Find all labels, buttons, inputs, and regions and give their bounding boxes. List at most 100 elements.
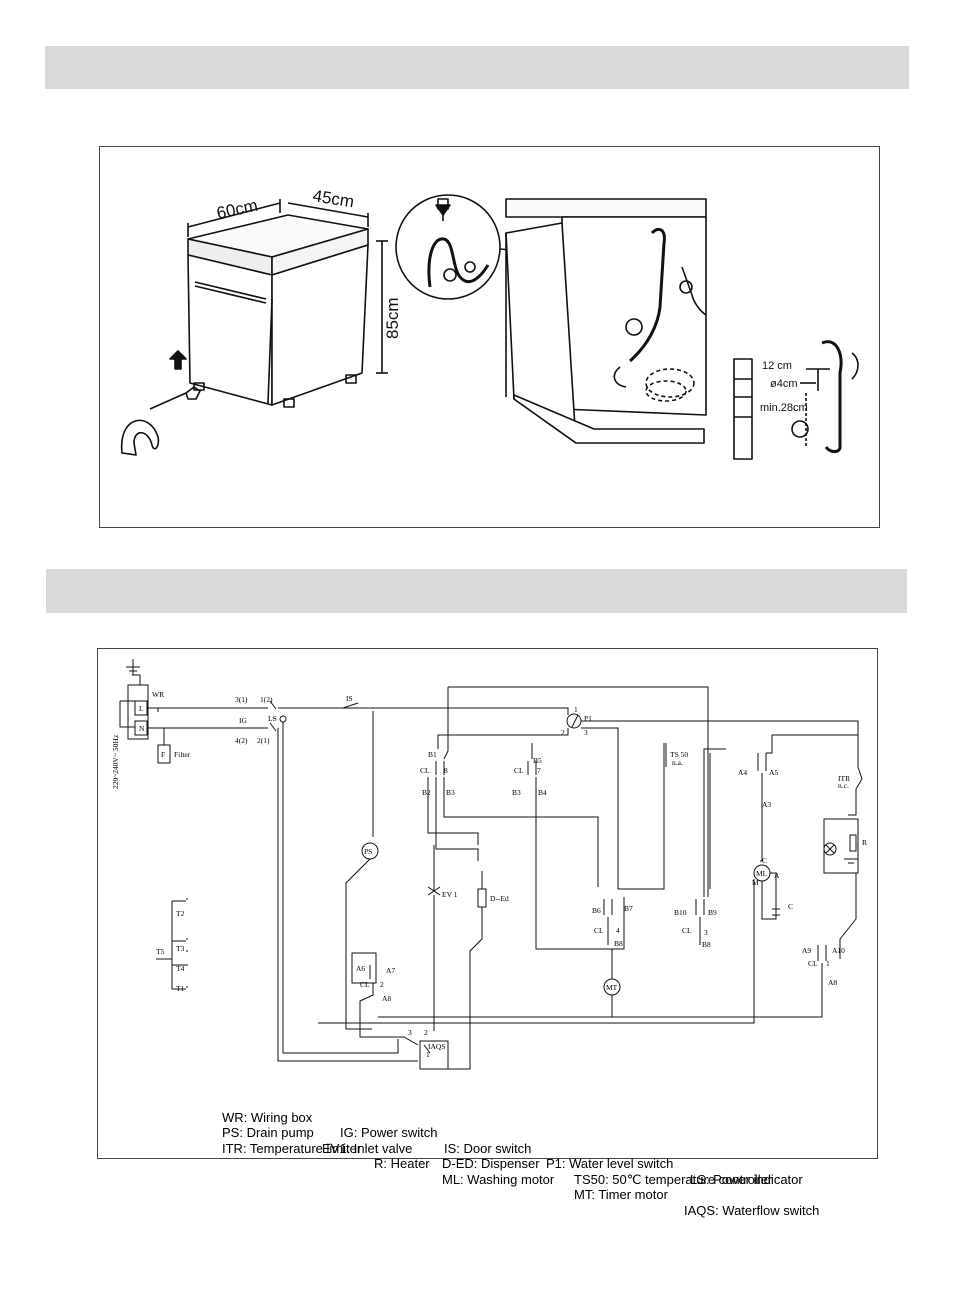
legend-row: ITR: Temperature limiter R: Heater ML: W…	[222, 1125, 862, 1218]
wiring-diagram: WR L N F Filter 220~240V~ 50Hz 3(1) 1(2)…	[97, 648, 878, 1159]
label-a9-1: 1	[826, 959, 830, 968]
label-a4: A4	[738, 768, 747, 777]
dim-height-label: 85cm	[383, 297, 402, 339]
label-m: M	[752, 878, 759, 887]
label-p1-pin-2: 2	[561, 728, 565, 737]
wiring-legend: WR: Wiring box IG: Power switch IS: Door…	[222, 1094, 862, 1218]
label-b4: B4	[538, 788, 547, 797]
legend-item: ML: Washing motor	[442, 1171, 555, 1187]
label-a6-2: 2	[380, 980, 384, 989]
label-c-top: C	[762, 856, 767, 865]
label-a3: A3	[762, 800, 771, 809]
label-a5: A5	[769, 768, 778, 777]
installation-figure: 60cm 45cm 85cm 12 cm ø4cm min.28cm	[99, 146, 880, 528]
label-b5-7: 7	[537, 766, 541, 775]
label-b10: B10	[674, 908, 687, 917]
legend-item: IS: Door switch	[444, 1140, 532, 1156]
legend-item: LS: Power indicator	[690, 1171, 803, 1187]
label-t1: T1	[176, 984, 185, 993]
label-p1-pin-3: 3	[584, 728, 588, 737]
section-header-band-wiring	[46, 569, 907, 613]
label-iaqs: IAQS	[428, 1042, 446, 1051]
dim-width-label: 60cm	[215, 196, 260, 223]
label-b8b: B8	[702, 940, 711, 949]
label-f: F	[161, 750, 165, 759]
label-b6-4: 4	[616, 926, 620, 935]
legend-item: TS50: 50℃ temperature controller	[574, 1171, 773, 1187]
installation-illustration: 60cm 45cm 85cm 12 cm ø4cm min.28cm	[121, 186, 859, 460]
label-iaqs-1: 1	[426, 1050, 430, 1059]
label-t2: T2	[176, 909, 185, 918]
label-p1-pin-1: 1	[574, 705, 578, 714]
label-cl-b: CL	[514, 766, 524, 775]
label-a8: A8	[828, 978, 837, 987]
label-a10: A10	[832, 946, 845, 955]
label-ev1: EV 1	[442, 890, 458, 899]
label-a6: A6	[356, 964, 365, 973]
label-a9: A9	[802, 946, 811, 955]
label-b8: B8	[614, 939, 623, 948]
legend-item: IG: Power switch	[340, 1125, 438, 1140]
label-cl-f: CL	[360, 980, 370, 989]
legend-item: WR: Wiring box	[222, 1109, 313, 1125]
legend-item: PS: Drain pump	[222, 1125, 314, 1140]
hose-detail-drawing	[733, 340, 859, 460]
label-ps: PS	[364, 847, 372, 856]
label-t4: T4	[176, 964, 185, 973]
label-p1: P1	[584, 714, 592, 723]
label-pin-1-2: 1(2)	[260, 695, 273, 704]
label-wr: WR	[152, 690, 164, 699]
hose-dim-top-label: 12 cm	[762, 360, 792, 372]
label-ig: IG	[239, 716, 247, 725]
legend-row: WR: Wiring box IG: Power switch IS: Door…	[222, 1094, 862, 1187]
label-cl-d: CL	[682, 926, 692, 935]
label-cl-e: CL	[808, 959, 818, 968]
label-b5: B5	[533, 756, 542, 765]
label-b1: B1	[428, 750, 437, 759]
label-cl-a: CL	[420, 766, 430, 775]
label-b9: B9	[708, 908, 717, 917]
label-a: A	[774, 871, 780, 880]
label-filter: Filter	[174, 750, 191, 759]
label-b10-3: 3	[704, 928, 708, 937]
label-pin-4-2: 4(2)	[235, 736, 248, 745]
label-a8b: A8	[382, 994, 391, 1003]
label-itr: ITR	[838, 774, 850, 783]
label-b1-8: 8	[444, 766, 448, 775]
label-b3b: B3	[512, 788, 521, 797]
label-b2: B2	[422, 788, 431, 797]
legend-item: MT: Timer motor	[574, 1187, 668, 1202]
hose-dim-min-label: min.28cm	[760, 402, 808, 414]
legend-item: R: Heater	[374, 1156, 430, 1171]
legend-item: ITR: Temperature limiter	[222, 1140, 362, 1156]
label-ml: ML	[756, 869, 768, 878]
sink-cabinet-drawing	[505, 198, 707, 444]
legend-item: EV1: Inlet valve	[322, 1140, 413, 1156]
label-c-capacitor: C	[788, 902, 793, 911]
label-b6: B6	[592, 906, 601, 915]
label-iaqs-2: 2	[424, 1028, 428, 1037]
label-r: R	[862, 838, 867, 847]
label-ded: D--Ed	[490, 894, 509, 903]
label-iaqs-3: 3	[408, 1028, 412, 1037]
label-b3: B3	[446, 788, 455, 797]
label-a7: A7	[386, 966, 395, 975]
legend-item: P1: Water level switch	[546, 1156, 674, 1171]
label-pin-2-1: 2(1)	[257, 736, 270, 745]
label-voltage: 220~240V~ 50Hz	[111, 734, 120, 789]
label-itr-nc: n.c.	[838, 781, 849, 790]
label-t3: T3	[176, 944, 185, 953]
section-header-band-installation	[45, 46, 909, 89]
legend-row: PS: Drain pump EV1: Inlet valve D-ED: Di…	[222, 1110, 862, 1187]
wiring-schematic: WR L N F Filter 220~240V~ 50Hz 3(1) 1(2)…	[111, 659, 867, 1070]
label-ts50-na: n.a.	[672, 758, 683, 767]
label-pin-3-1: 3(1)	[235, 695, 248, 704]
label-b7: B7	[624, 904, 633, 913]
label-ls: LS	[268, 714, 277, 723]
label-l: L	[139, 704, 144, 713]
hose-dim-diameter-label: ø4cm	[770, 378, 798, 390]
legend-item: IAQS: Waterflow switch	[684, 1202, 820, 1218]
label-t5: T5	[156, 947, 165, 956]
label-ts50: TS 50	[670, 750, 688, 759]
label-cl-c: CL	[594, 926, 604, 935]
